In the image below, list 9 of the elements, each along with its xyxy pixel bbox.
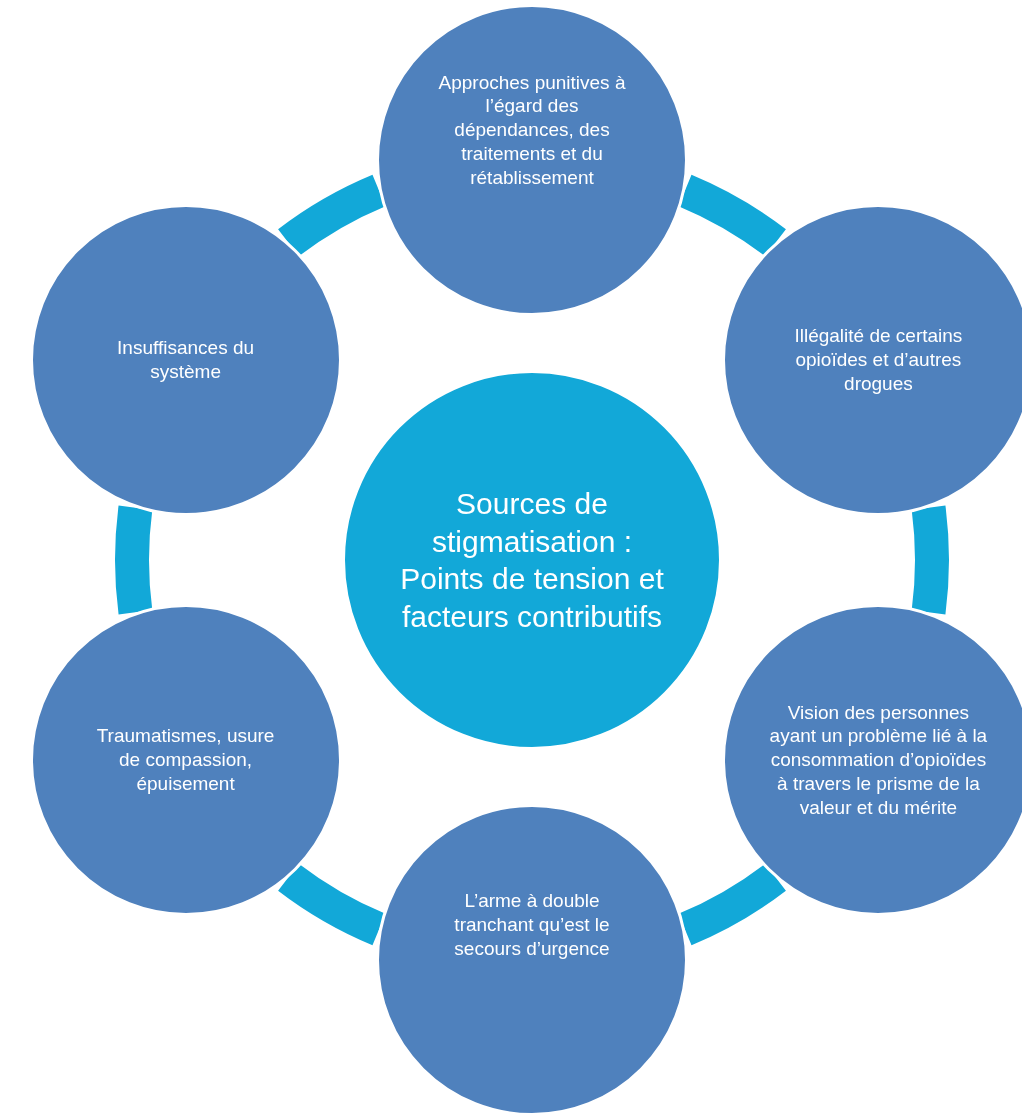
center-title: Sources de stigmatisation : Points de tension et facteurs contributifs [399, 486, 665, 635]
topic-text: Vision des personnes ayant un problème lié à la consommation d’opioïdes à travers le prisme de la valeur et du mérite [768, 700, 989, 820]
topic-text: L’arme à double tranchant qu’est le secours d’urgence [453, 889, 611, 961]
ring-connector [911, 506, 949, 614]
ring-connector [115, 506, 153, 614]
topic-text: Traumatismes, usure de compassion, épuisement [95, 724, 276, 796]
topic-text: Insuffisances du système [116, 336, 256, 384]
topic-text: Approches punitives à l’égard des dépendances, des traitements et du rétablissement [437, 70, 627, 190]
topic-text: Illégalité de certains opioïdes et d’autres drogues [793, 324, 964, 396]
